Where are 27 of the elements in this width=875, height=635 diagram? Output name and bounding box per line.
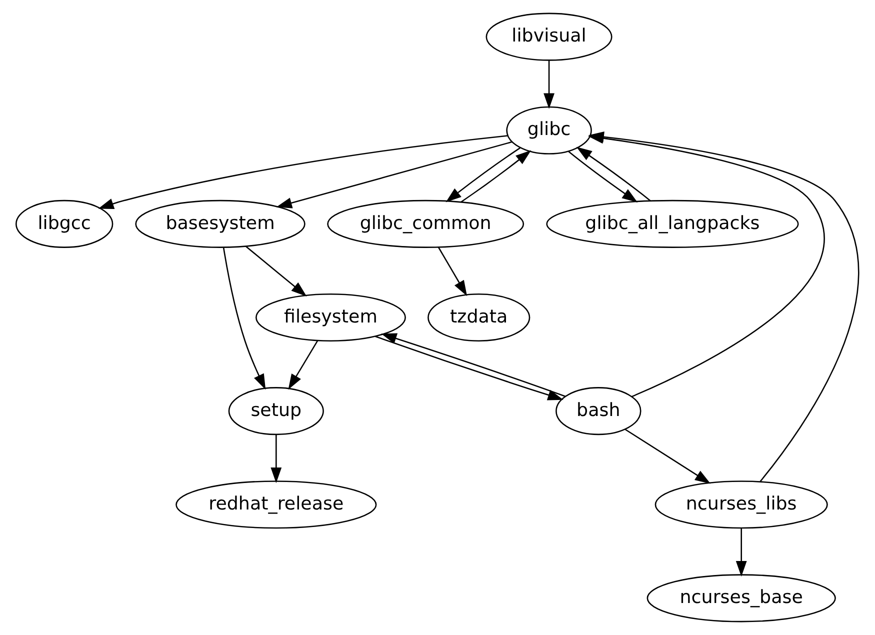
arrow [576,146,651,202]
node-ellipse: libgcc [16,200,114,248]
node-ellipse: glibc_common [327,200,524,248]
node-ellipse: libvisual [486,12,612,61]
node-ellipse: glibc [506,106,592,154]
node-ellipse: filesystem [256,293,406,342]
arrow [98,135,508,209]
node-ellipse: basesystem [135,200,306,248]
arrow [438,246,468,296]
arrow [245,246,307,296]
arrow [624,428,711,484]
node-ellipse: glibc_all_langpacks [546,200,799,248]
arrow [270,434,282,484]
node-ellipse: bash [556,387,642,436]
arrow [736,528,747,577]
node-ellipse: redhat_release [176,480,377,529]
node-ellipse: setup [228,387,324,436]
node-ellipse: tzdata [428,293,530,342]
arrow [460,150,532,203]
arrow [276,141,512,208]
arrow [568,150,638,202]
arrow [288,340,318,390]
arrow [446,147,520,202]
arrow [544,60,554,109]
node-ellipse: ncurses_libs [654,480,828,529]
node-ellipse: ncurses_base [646,574,836,622]
arrow [222,247,266,390]
